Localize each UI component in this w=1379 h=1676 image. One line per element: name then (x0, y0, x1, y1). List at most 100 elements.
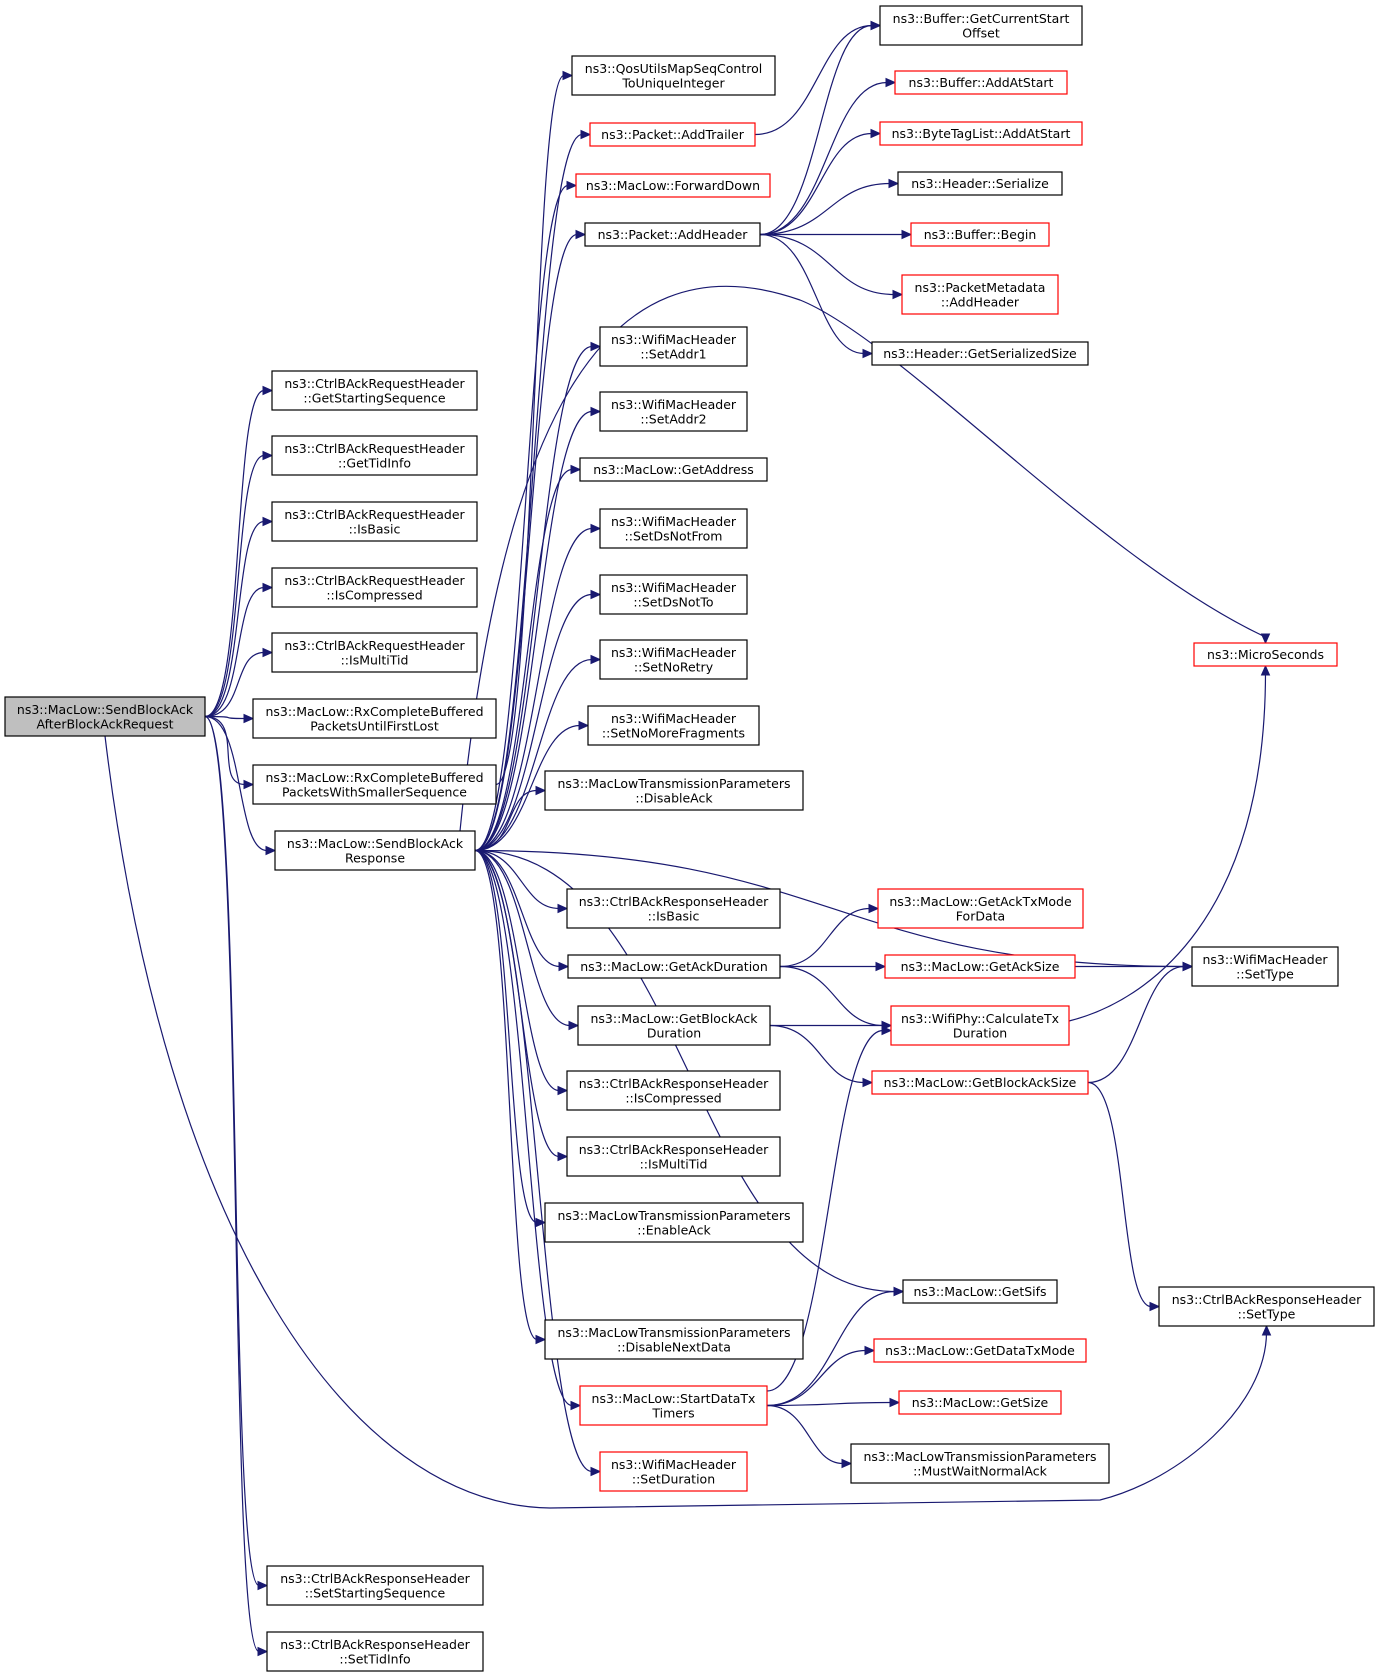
node-set-duration[interactable]: ns3::WifiMacHeader::SetDuration (599, 1451, 748, 1492)
node-root[interactable]: ns3::MacLow::SendBlockAckAfterBlockAckRe… (4, 696, 206, 737)
node-box (271, 370, 478, 411)
arrowhead (841, 1458, 853, 1469)
node-label: ::IsBasic (349, 521, 401, 536)
edge-start-data-tx-timers-to-get-data-tx-mode (766, 1349, 867, 1407)
edge-root-to-req-is-multi-tid (204, 651, 265, 718)
arrowhead (535, 1217, 547, 1228)
node-req-is-compressed[interactable]: ns3::CtrlBAckRequestHeader::IsCompressed (271, 567, 478, 608)
edge-send-baresponse-to-set-addr1 (474, 345, 593, 852)
edge-send-baresponse-to-set-no-more-fragments (474, 724, 581, 852)
node-label: Response (345, 850, 405, 865)
arrowhead (590, 406, 602, 417)
node-label: ns3::WifiMacHeader (611, 580, 737, 595)
node-box (252, 764, 497, 805)
node-rx-smaller-seq[interactable]: ns3::MacLow::RxCompleteBufferedPacketsWi… (252, 764, 497, 805)
node-enable-ack[interactable]: ns3::MacLowTransmissionParameters::Enabl… (544, 1202, 804, 1243)
edge-get-block-ack-duration-to-get-block-ack-size (769, 1024, 865, 1084)
node-req-is-basic[interactable]: ns3::CtrlBAckRequestHeader::IsBasic (271, 501, 478, 542)
edge-send-baresponse-to-get-ack-duration (474, 849, 561, 968)
node-resp-is-compressed[interactable]: ns3::CtrlBAckResponseHeader::IsCompresse… (566, 1070, 781, 1111)
node-box (879, 121, 1083, 146)
node-disable-next-data[interactable]: ns3::MacLowTransmissionParameters::Disab… (544, 1319, 804, 1360)
edge-add-trailer-to-get-current-start-offset (754, 24, 873, 136)
node-get-ack-duration[interactable]: ns3::MacLow::GetAckDuration (567, 954, 781, 979)
node-get-data-tx-mode[interactable]: ns3::MacLow::GetDataTxMode (873, 1338, 1087, 1363)
node-label: ::IsCompressed (625, 1090, 721, 1105)
node-resp-is-basic[interactable]: ns3::CtrlBAckResponseHeader::IsBasic (566, 888, 781, 929)
node-box (252, 698, 497, 739)
node-buffer-add-at-start[interactable]: ns3::Buffer::AddAtStart (894, 70, 1068, 95)
node-label: ::SetDsNotTo (633, 594, 713, 609)
edge-rx-smaller-seq-to-qos-map-seq (495, 74, 565, 786)
node-label: ns3::CtrlBAckResponseHeader (280, 1637, 470, 1652)
node-box (544, 1319, 804, 1360)
node-label: ::SetNoMoreFragments (602, 725, 745, 740)
node-get-address[interactable]: ns3::MacLow::GetAddress (579, 457, 768, 482)
node-header-serialize[interactable]: ns3::Header::Serialize (897, 171, 1063, 196)
node-label: ns3::Packet::AddHeader (598, 227, 749, 242)
arrowhead (578, 720, 590, 731)
node-label: ns3::MacLowTransmissionParameters (863, 1449, 1096, 1464)
node-resp-is-multi-tid[interactable]: ns3::CtrlBAckResponseHeader::IsMultiTid (566, 1136, 781, 1177)
edge-add-header-to-get-serialized-size (759, 233, 865, 355)
node-rx-first-lost[interactable]: ns3::MacLow::RxCompleteBufferedPacketsUn… (252, 698, 497, 739)
node-set-no-retry[interactable]: ns3::WifiMacHeader::SetNoRetry (599, 639, 748, 680)
node-disable-ack[interactable]: ns3::MacLowTransmissionParameters::Disab… (544, 770, 804, 811)
node-get-serialized-size[interactable]: ns3::Header::GetSerializedSize (871, 341, 1089, 366)
node-label: ns3::QosUtilsMapSeqControl (585, 61, 762, 76)
node-box (599, 1451, 748, 1492)
arrowhead (562, 70, 574, 81)
node-resp-set-starting-seq[interactable]: ns3::CtrlBAckResponseHeader::SetStarting… (266, 1565, 484, 1606)
node-set-addr2[interactable]: ns3::WifiMacHeader::SetAddr2 (599, 391, 748, 432)
arrowhead (862, 348, 874, 359)
node-get-block-ack-size[interactable]: ns3::MacLow::GetBlockAckSize (871, 1070, 1089, 1095)
node-set-addr1[interactable]: ns3::WifiMacHeader::SetAddr1 (599, 326, 748, 367)
node-add-trailer[interactable]: ns3::Packet::AddTrailer (589, 122, 756, 147)
node-add-header[interactable]: ns3::Packet::AddHeader (584, 222, 761, 247)
edge-send-baresponse-to-micro-seconds (459, 285, 1266, 832)
arrowhead (262, 516, 274, 527)
node-box (271, 501, 478, 542)
node-resp-set-tid-info[interactable]: ns3::CtrlBAckResponseHeader::SetTidInfo (266, 1631, 484, 1672)
node-label: ::GetTidInfo (338, 455, 411, 470)
node-box (274, 830, 476, 871)
node-label: ns3::WifiPhy::CalculateTx (901, 1011, 1059, 1026)
node-qos-map-seq[interactable]: ns3::QosUtilsMapSeqControlToUniqueIntege… (571, 55, 776, 96)
arrowhead (558, 961, 570, 972)
edge-root-to-send-baresponse (204, 715, 268, 852)
node-get-ack-size[interactable]: ns3::MacLow::GetAckSize (884, 954, 1076, 979)
node-req-is-multi-tid[interactable]: ns3::CtrlBAckRequestHeader::IsMultiTid (271, 632, 478, 673)
edge-send-baresponse-to-set-ds-not-to (474, 593, 593, 852)
edge-root-to-req-is-compressed (204, 586, 265, 718)
node-must-wait-normal-ack[interactable]: ns3::MacLowTransmissionParameters::MustW… (850, 1443, 1110, 1484)
node-box (898, 1390, 1062, 1415)
node-get-starting-sequence[interactable]: ns3::CtrlBAckRequestHeader::GetStartingS… (271, 370, 478, 411)
node-box (587, 705, 760, 746)
node-label: ns3::CtrlBAckResponseHeader (280, 1571, 470, 1586)
node-label: ::IsMultiTid (341, 652, 409, 667)
arrowhead (889, 1397, 901, 1408)
edge-start-data-tx-timers-to-get-sifs (766, 1290, 896, 1407)
node-get-size[interactable]: ns3::MacLow::GetSize (898, 1390, 1062, 1415)
node-get-sifs[interactable]: ns3::MacLow::GetSifs (902, 1279, 1058, 1304)
arrowhead (590, 1466, 602, 1477)
node-micro-seconds[interactable]: ns3::MicroSeconds (1193, 642, 1338, 667)
node-mac-set-type[interactable]: ns3::WifiMacHeader::SetType (1191, 946, 1339, 987)
node-set-ds-not-to[interactable]: ns3::WifiMacHeader::SetDsNotTo (599, 574, 748, 615)
node-buffer-begin[interactable]: ns3::Buffer::Begin (910, 222, 1050, 247)
arrowhead (888, 178, 900, 189)
node-get-tid-info[interactable]: ns3::CtrlBAckRequestHeader::GetTidInfo (271, 435, 478, 476)
node-box (589, 122, 756, 147)
node-byte-tag-add-at-start[interactable]: ns3::ByteTagList::AddAtStart (879, 121, 1083, 146)
node-forward-down[interactable]: ns3::MacLow::ForwardDown (575, 173, 771, 198)
node-resp-set-type[interactable]: ns3::CtrlBAckResponseHeader::SetType (1158, 1286, 1375, 1327)
node-set-ds-not-from[interactable]: ns3::WifiMacHeader::SetDsNotFrom (599, 508, 748, 549)
node-set-no-more-fragments[interactable]: ns3::WifiMacHeader::SetNoMoreFragments (587, 705, 760, 746)
node-pm-add-header[interactable]: ns3::PacketMetadata::AddHeader (901, 274, 1059, 315)
